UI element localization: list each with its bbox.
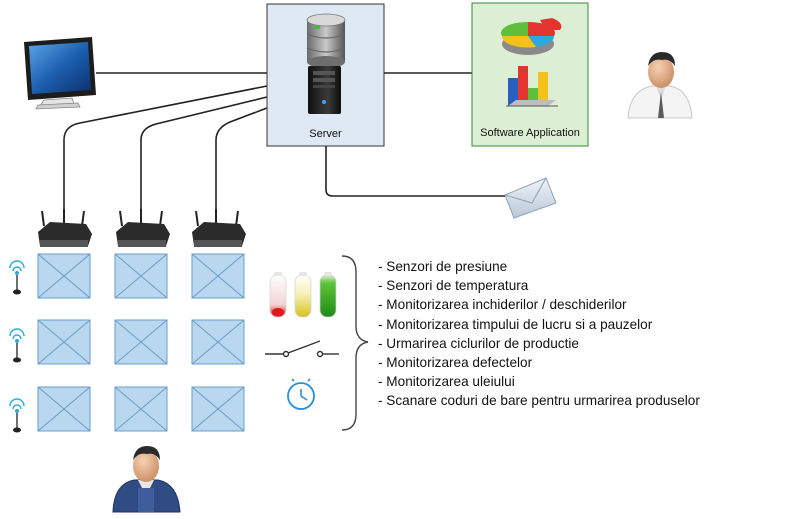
- machine-placeholder-icon: [37, 319, 91, 365]
- feature-item: - Senzori de temperatura: [378, 278, 529, 294]
- feature-item: - Monitorizarea defectelor: [378, 355, 533, 371]
- feature-item: - Scanare coduri de bare pentru urmarire…: [378, 393, 700, 409]
- wireless-sensor-2-icon: [9, 328, 25, 363]
- curly-brace: [341, 255, 369, 431]
- server-label: Server: [309, 128, 342, 140]
- server-to-email-line: [325, 146, 506, 197]
- machine-placeholder-icon: [37, 386, 91, 432]
- monitor-icon: [24, 37, 96, 110]
- wireless-sensor-1-icon: [9, 260, 25, 295]
- machine-placeholder-icon: [37, 253, 91, 299]
- machine-placeholder-icon: [191, 386, 245, 432]
- feature-item: - Monitorizarea inchiderilor / deschider…: [378, 297, 627, 313]
- connection-lines: [63, 72, 506, 213]
- feature-item: - Monitorizarea timpului de lucru si a p…: [378, 316, 653, 332]
- router3-to-server-line: [215, 107, 268, 213]
- feature-item: - Monitorizarea uleiului: [378, 374, 515, 390]
- machine-placeholder-icon: [114, 386, 168, 432]
- machine-placeholder-icon: [114, 319, 168, 365]
- router2-to-server-line: [140, 96, 268, 213]
- machine-placeholder-icon: [191, 319, 245, 365]
- battery-level-icon: [269, 272, 337, 318]
- worker-avatar-icon: [112, 446, 181, 513]
- machine-placeholder-icon: [191, 253, 245, 299]
- wireless-sensor-3-icon: [9, 398, 25, 433]
- bar-chart-icon: [506, 66, 558, 107]
- manager-avatar-icon: [627, 52, 693, 119]
- machine-placeholder-icon: [114, 253, 168, 299]
- feature-item: - Senzori de presiune: [378, 259, 508, 274]
- server-tower-icon: [308, 66, 341, 114]
- router-1-icon: [38, 209, 92, 247]
- envelope-icon: [504, 177, 557, 219]
- machine-grid: [37, 253, 245, 432]
- router1-to-server-line: [63, 85, 268, 213]
- software-application-label: Software Application: [480, 127, 580, 139]
- server-box: Server: [267, 4, 384, 146]
- feature-item: - Urmarirea ciclurilor de productie: [378, 335, 579, 351]
- pie-chart-icon: [501, 18, 562, 55]
- database-icon: [306, 13, 346, 68]
- switch-icon: [265, 340, 339, 358]
- software-application-box: Software Application: [472, 3, 588, 146]
- router-2-icon: [116, 209, 170, 247]
- clock-icon: [287, 378, 315, 410]
- router-3-icon: [192, 209, 246, 247]
- feature-list: - Senzori de presiune - Senzori de tempe…: [378, 257, 700, 411]
